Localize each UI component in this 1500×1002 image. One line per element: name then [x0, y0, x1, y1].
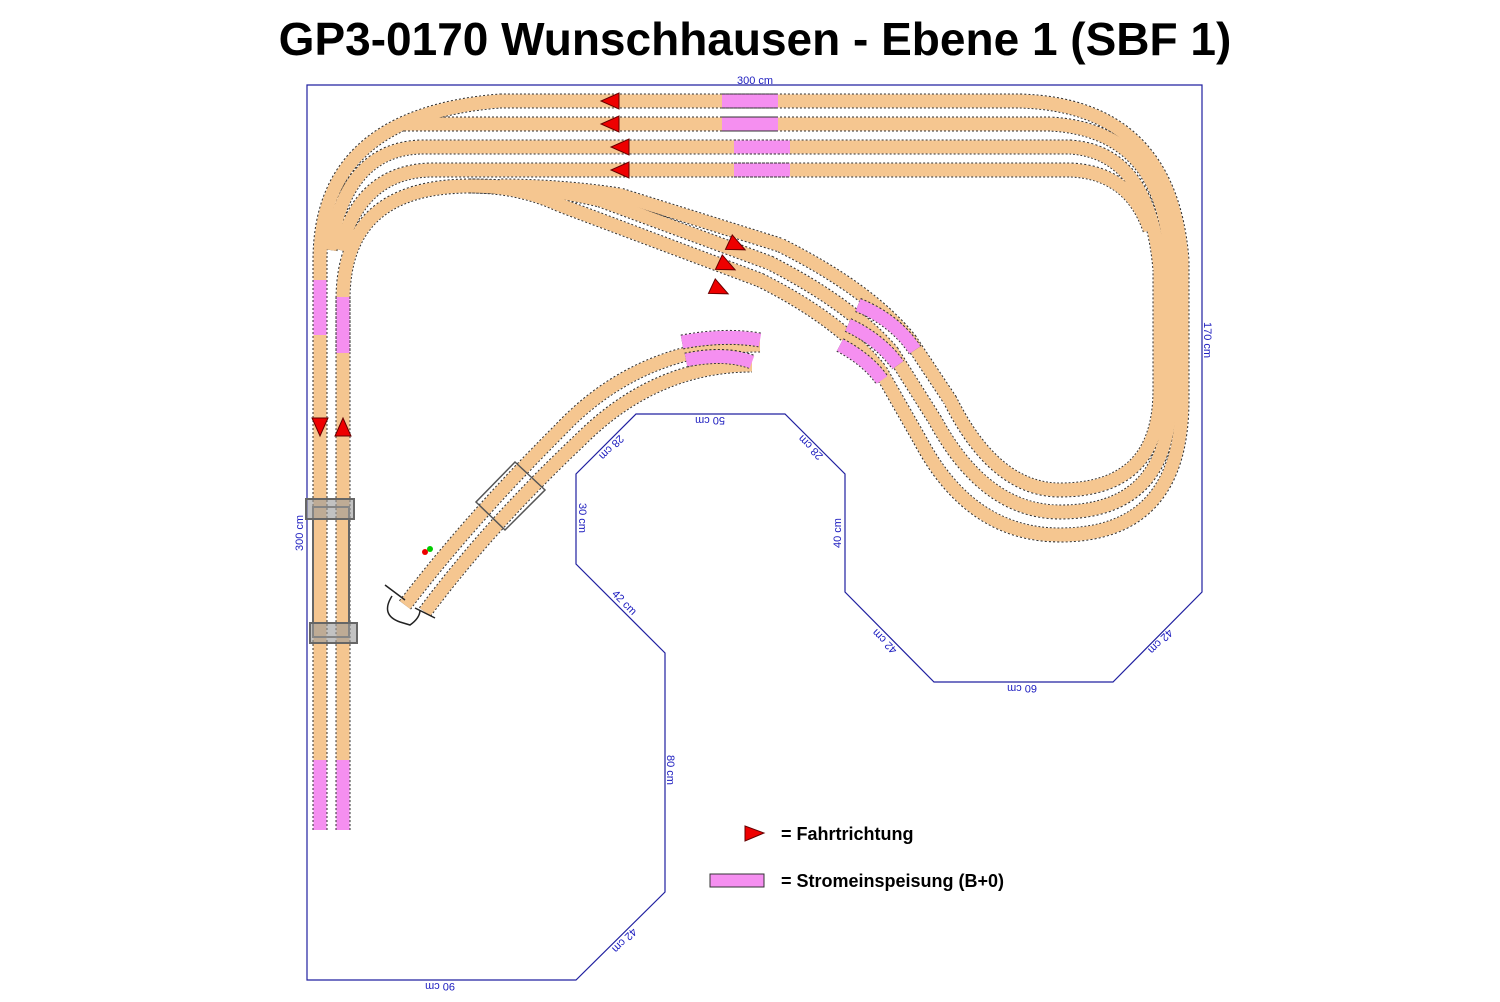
- bridge-icon: [474, 460, 547, 532]
- direction-arrow: [311, 417, 329, 438]
- legend-feed-label: = Stromeinspeisung (B+0): [781, 871, 1004, 891]
- direction-arrow: [599, 115, 620, 133]
- direction-arrow: [609, 138, 630, 156]
- dimension-label-inner-right: 40 cm: [832, 518, 844, 548]
- track: [419, 358, 753, 616]
- direction-arrow: [334, 416, 352, 437]
- track: [313, 94, 1189, 830]
- track: [400, 117, 1177, 519]
- dimension-label-bottom: 90 cm: [425, 980, 455, 992]
- direction-arrows: [311, 92, 747, 438]
- feed-section-icon: [709, 873, 765, 888]
- feed-section: [845, 319, 904, 369]
- dimension-label-right: 170 cm: [1201, 322, 1213, 358]
- dimension-label-bottom-right: 60 cm: [1007, 682, 1037, 694]
- dimension-label-inner-diag-right: 28 cm: [796, 432, 826, 462]
- page-title: GP3-0170 Wunschhausen - Ebene 1 (SBF 1): [278, 13, 1232, 65]
- legend-direction-label: = Fahrtrichtung: [781, 824, 914, 844]
- feed-section: [836, 339, 888, 384]
- legend: = Fahrtrichtung = Stromeinspeisung (B+0): [709, 824, 1004, 891]
- dimension-label-inner-left: 30 cm: [576, 503, 588, 533]
- dimension-label-left: 300 cm: [294, 515, 306, 551]
- dimension-label-lower-right: 80 cm: [664, 755, 676, 785]
- tracks: [312, 93, 1190, 830]
- direction-arrow: [599, 92, 620, 110]
- dimension-label-diag-d: 42 cm: [609, 925, 639, 955]
- dimension-label-inner-diag-left: 28 cm: [596, 432, 626, 462]
- dimension-label-top: 300 cm: [737, 75, 773, 87]
- direction-arrow: [714, 254, 737, 271]
- direction-arrow-icon: [744, 825, 766, 842]
- dimension-label-diag-c: 42 cm: [1145, 626, 1175, 656]
- track: [323, 140, 1167, 497]
- feed-section: [684, 349, 755, 369]
- signal-icon: [422, 546, 433, 555]
- track: [333, 163, 1157, 252]
- direction-arrow: [707, 278, 730, 295]
- feed-section: [680, 330, 762, 349]
- feed-section: [855, 298, 921, 354]
- track-outline: [312, 93, 1190, 830]
- baseboard-outline: [306, 84, 1203, 981]
- station-frame: [305, 498, 358, 644]
- feed-sections: [312, 93, 922, 830]
- direction-arrow: [609, 161, 630, 179]
- dimension-label-diag-b: 42 cm: [870, 626, 900, 656]
- dimension-label-inner-top: 50 cm: [695, 414, 725, 426]
- dimension-label-diag-a: 42 cm: [609, 588, 639, 618]
- track-outline: [322, 139, 1168, 498]
- direction-arrow: [724, 234, 747, 251]
- buffer-stop-icon: [384, 584, 436, 626]
